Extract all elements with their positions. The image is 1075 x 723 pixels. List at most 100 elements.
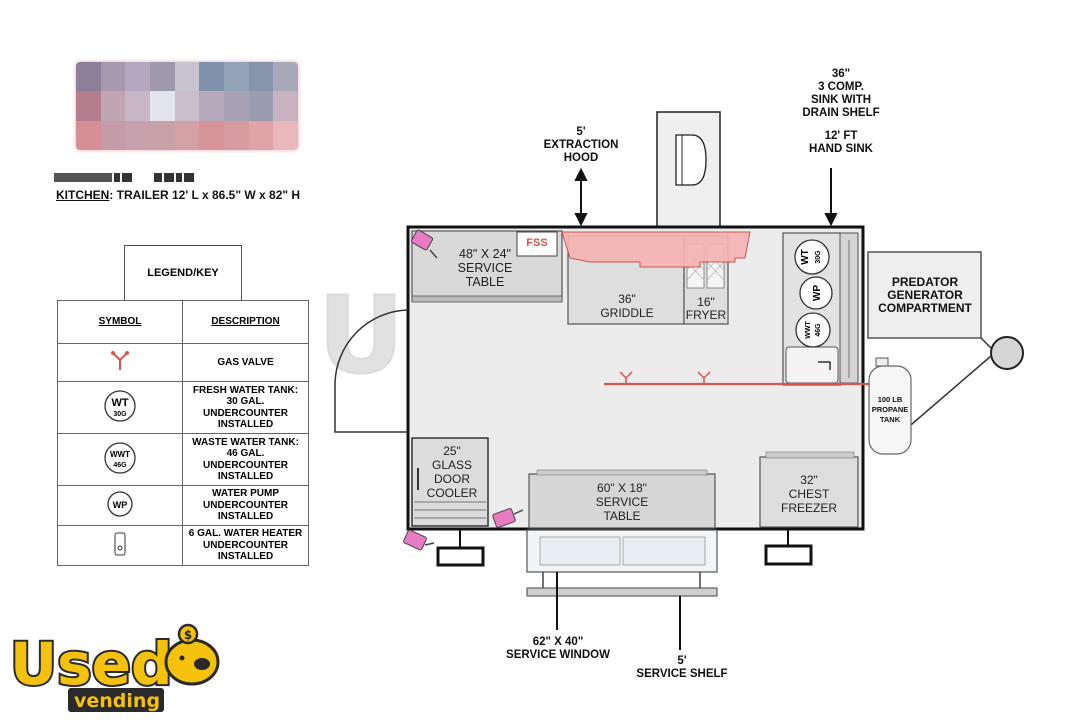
hand-sink-callout-size: 12' FT xyxy=(824,130,858,142)
propane-line2: PROPANE xyxy=(871,405,909,414)
camera-icon xyxy=(403,529,435,551)
sink-callout-line4: DRAIN SHELF xyxy=(802,107,880,119)
freezer-size: 32" xyxy=(800,473,818,487)
service-table-bottom-line2: SERVICE xyxy=(595,495,649,509)
fryer-label: 16" FRYER xyxy=(682,296,730,322)
shelf-callout: 5' SERVICE SHELF xyxy=(626,655,738,681)
cooler-line4: COOLER xyxy=(426,486,478,500)
service-table-bottom xyxy=(528,473,716,529)
kitchen-dims-text: : TRAILER 12' L x 86.5" W x 82" H xyxy=(109,188,301,202)
service-table-top-line3: TABLE xyxy=(465,275,505,289)
service-table-top-line2: SERVICE xyxy=(457,261,513,275)
legend-table: SYMBOL DESCRIPTION GAS VALVE WT 30G FRES… xyxy=(57,300,309,566)
cooler-size: 25" xyxy=(443,444,461,458)
propane-line3: TANK xyxy=(879,415,901,424)
service-table-bottom-line3: TABLE xyxy=(603,509,641,523)
griddle-label: 36" GRIDDLE xyxy=(590,292,664,320)
piggy-bank-icon: $ xyxy=(164,623,220,686)
water-heater-icon xyxy=(114,532,126,556)
fresh-water-tank-icon: WT 30G xyxy=(104,390,136,422)
blurred-brand-image xyxy=(76,62,298,150)
cooler-line3: DOOR xyxy=(434,472,470,486)
plan-wt-sub: 30G xyxy=(815,250,822,264)
sink-arrow xyxy=(824,168,838,227)
wheel-jack xyxy=(764,529,813,566)
plan-wt-text: WT xyxy=(800,249,811,265)
chest-freezer xyxy=(759,456,859,528)
water-pump-icon: WP xyxy=(107,491,133,517)
legend-description: GAS VALVE xyxy=(182,343,309,382)
hood-callout-line3: HOOD xyxy=(563,152,599,164)
service-table-top-label: 48" X 24" SERVICE TABLE xyxy=(440,247,530,289)
service-shelf xyxy=(526,587,718,597)
generator-label: PREDATOR GENERATOR COMPARTMENT xyxy=(872,276,978,315)
propane-tank xyxy=(868,357,912,455)
wt-symbol-text: WT xyxy=(111,397,128,409)
hood-callout: 5' EXTRACTION HOOD xyxy=(530,126,632,165)
hood-arrow xyxy=(574,167,588,227)
gas-valve-icon xyxy=(111,350,129,370)
window-callout-label: SERVICE WINDOW xyxy=(506,649,610,661)
svg-text:$: $ xyxy=(184,628,192,642)
cooler-label: 25" GLASS DOOR COOLER xyxy=(418,444,486,500)
trailer-hitch xyxy=(990,336,1024,370)
gas-valve-icon xyxy=(619,371,711,384)
camera-icon xyxy=(492,508,524,528)
legend-col-description: DESCRIPTION xyxy=(182,300,309,344)
kitchen-dimensions: KITCHEN: TRAILER 12' L x 86.5" W x 82" H xyxy=(56,188,300,202)
plan-wwt-text: WWT xyxy=(805,321,812,339)
propane-line1: 100 LB xyxy=(877,395,903,404)
freezer-label: 32" CHEST FREEZER xyxy=(766,473,852,515)
wheel-jack xyxy=(436,529,485,567)
freezer-line2: CHEST xyxy=(788,487,830,501)
generator-line2: GENERATOR xyxy=(887,288,963,302)
camera-icon xyxy=(410,229,438,259)
service-table-bottom-size: 60" X 18" xyxy=(597,481,647,495)
griddle-name: GRIDDLE xyxy=(600,306,654,320)
legend-description: FRESH WATER TANK: 30 GAL. UNDERCOUNTER I… xyxy=(182,381,309,434)
legend-symbol-cell: WP xyxy=(57,485,183,526)
sink-callout-line3: SINK WITH xyxy=(810,94,872,106)
sink-callout-line2: 3 COMP. xyxy=(818,81,864,93)
redacted-text xyxy=(54,173,194,183)
hood-callout-line2: EXTRACTION xyxy=(543,139,619,151)
sink-callout: 36" 3 COMP. SINK WITH DRAIN SHELF 12' FT… xyxy=(786,68,896,156)
legend-symbol-cell xyxy=(57,525,183,566)
wt-symbol-subtext: 30G xyxy=(113,411,127,418)
wwt-symbol-text: WWT xyxy=(110,450,130,459)
legend-col-symbol: SYMBOL xyxy=(57,300,183,344)
generator-compartment xyxy=(867,251,982,339)
fss-label: FSS xyxy=(526,237,548,249)
wp-symbol-text: WP xyxy=(113,500,128,510)
generator-line1: PREDATOR xyxy=(891,275,959,289)
fss-box xyxy=(516,231,558,257)
logo-word-vending: vending xyxy=(74,690,160,712)
griddle-size: 36" xyxy=(618,292,636,306)
legend-description: WASTE WATER TANK: 46 GAL. UNDERCOUNTER I… xyxy=(182,433,309,486)
logo-word-used: Used xyxy=(10,630,172,698)
waste-water-tank xyxy=(795,312,831,348)
legend-description: 6 GAL. WATER HEATER UNDERCOUNTER INSTALL… xyxy=(182,525,309,566)
propane-label: 100 LB PROPANE TANK xyxy=(866,395,914,425)
water-pump xyxy=(799,276,833,310)
kitchen-label: KITCHEN xyxy=(56,188,110,202)
fresh-water-tank xyxy=(794,239,830,275)
window-callout-size: 62" X 40" xyxy=(532,636,584,648)
plan-wp-text: WP xyxy=(812,285,823,301)
waste-water-tank-icon: WWT 46G xyxy=(104,442,136,474)
service-table-bottom-label: 60" X 18" SERVICE TABLE xyxy=(572,481,672,523)
entry-door-swing xyxy=(334,309,409,433)
window-callout: 62" X 40" SERVICE WINDOW xyxy=(490,636,626,662)
sink-callout-size: 36" xyxy=(831,68,851,80)
freezer-line3: FREEZER xyxy=(780,501,837,515)
fryer-name: FRYER xyxy=(685,308,727,322)
shelf-callout-label: SERVICE SHELF xyxy=(636,668,728,680)
generator-line3: COMPARTMENT xyxy=(878,301,972,315)
fryer-size: 16" xyxy=(697,295,715,309)
wwt-symbol-subtext: 46G xyxy=(113,462,127,469)
shelf-callout-size: 5' xyxy=(677,655,687,667)
legend-symbol-cell: WT 30G xyxy=(57,381,183,434)
extraction-hood xyxy=(561,231,751,268)
glass-door-cooler xyxy=(411,437,489,527)
